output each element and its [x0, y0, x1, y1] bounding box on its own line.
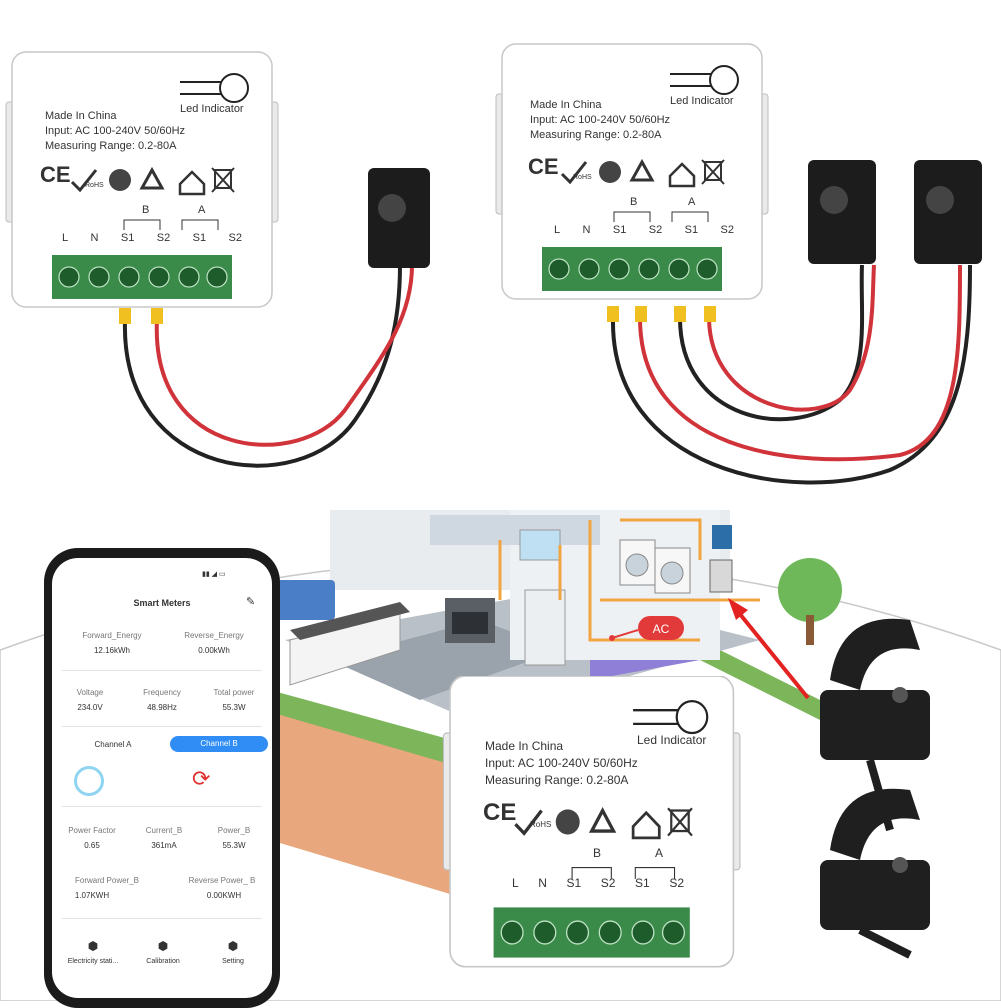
tab-channel-b[interactable]: Channel B	[170, 736, 268, 752]
ac-label: AC	[653, 622, 670, 636]
module-dual-ct	[494, 42, 982, 485]
ce-mark-2: CE	[528, 154, 559, 179]
forward-power-label: Forward Power_B	[74, 876, 140, 885]
range-text-3: Measuring Range: 0.2-80A	[485, 773, 629, 787]
terminal-n: N	[90, 232, 99, 244]
terminal-labels: L N S1 S2 S1 S2	[62, 232, 242, 244]
range-text: Measuring Range: 0.2-80A	[45, 140, 177, 152]
made-in-text: Made In China	[45, 110, 117, 122]
forward-power-value: 1.07KWH	[74, 891, 110, 900]
status-bar-icons: ▮▮ ◢ ▭	[202, 571, 226, 578]
refresh-icon[interactable]: ⟳	[192, 766, 211, 791]
tab-channel-a[interactable]: Channel A	[94, 740, 132, 749]
rohs-mark-3: RoHS	[530, 820, 552, 829]
frequency-label: Frequency	[143, 688, 181, 697]
terminal-s2-a: S2	[228, 232, 242, 244]
power-factor-label: Power Factor	[68, 826, 116, 835]
terminal-l: L	[62, 232, 69, 244]
edit-icon[interactable]: ✎	[246, 596, 256, 608]
app-screen: ▮▮ ◢ ▭ Smart Meters ✎ Forward_Energy 12.…	[52, 558, 272, 998]
reverse-energy-label: Reverse_Energy	[184, 631, 244, 640]
reverse-power-value: 0.00KWH	[206, 891, 242, 900]
nav-electricity[interactable]: Electricity stati...	[67, 958, 119, 965]
input-text-2: Input: AC 100-240V 50/60Hz	[530, 114, 671, 126]
terminal-s1-a: S1	[192, 232, 207, 244]
ct-clamp-a	[914, 160, 982, 264]
input-text: Input: AC 100-240V 50/60Hz	[45, 125, 186, 137]
rohs-mark-2: RoHS	[573, 174, 592, 181]
frequency-value: 48.98Hz	[147, 703, 177, 712]
power-factor-value: 0.65	[84, 841, 100, 850]
page-title: Smart Meters	[133, 598, 191, 608]
open-ct-clamps	[820, 618, 930, 959]
ce-mark: CE	[40, 162, 71, 187]
power-b-value: 55.3W	[222, 841, 246, 850]
settings-icon[interactable]: ⬢	[227, 939, 239, 953]
current-b-label: Current_B	[145, 826, 183, 835]
input-text-3: Input: AC 100-240V 50/60Hz	[485, 756, 638, 770]
made-in-text-2: Made In China	[530, 99, 602, 111]
nav-setting[interactable]: Setting	[222, 958, 244, 965]
group-b-label: B	[142, 204, 150, 216]
voltage-value: 234.0V	[77, 703, 103, 712]
led-indicator-label: Led Indicator	[180, 103, 244, 115]
nav-calibration[interactable]: Calibration	[146, 958, 180, 965]
module-specs-3: Made In China Input: AC 100-240V 50/60Hz…	[485, 738, 705, 789]
forward-energy-value: 12.16kWh	[93, 646, 131, 655]
group-b-label-3: B	[593, 846, 602, 860]
loading-ring-icon	[74, 766, 104, 796]
group-a-label: A	[198, 204, 206, 216]
ct-clamp-b	[808, 160, 876, 264]
total-power-label: Total power	[213, 688, 255, 697]
smartphone: ▮▮ ◢ ▭ Smart Meters ✎ Forward_Energy 12.…	[44, 548, 280, 1008]
range-text-2: Measuring Range: 0.2-80A	[530, 129, 662, 141]
current-b-value: 361mA	[151, 841, 177, 850]
module-single-ct	[4, 50, 430, 468]
group-b-label-2: B	[630, 196, 638, 208]
hexagon-icon[interactable]: ⬢	[157, 939, 169, 953]
module-specs-2: Made In China Input: AC 100-240V 50/60Hz…	[530, 98, 730, 143]
total-power-value: 55.3W	[222, 703, 246, 712]
reverse-energy-value: 0.00kWh	[198, 646, 230, 655]
ce-mark-3: CE	[483, 799, 517, 826]
reverse-power-label: Reverse Power_ B	[188, 876, 256, 885]
group-a-label-3: A	[655, 846, 664, 860]
terminal-s2-b: S2	[156, 232, 171, 244]
power-b-label: Power_B	[217, 826, 251, 835]
forward-energy-label: Forward_Energy	[82, 631, 142, 640]
hexagon-icon[interactable]: ⬢	[87, 939, 99, 953]
rohs-mark: RoHS	[85, 182, 104, 189]
module-specs: Made In China Input: AC 100-240V 50/60Hz…	[45, 109, 245, 154]
group-a-label-2: A	[688, 196, 696, 208]
terminal-labels-2: L N S1 S2 S1 S2	[554, 224, 734, 236]
terminal-s1-b: S1	[120, 232, 135, 244]
made-in-text-3: Made In China	[485, 739, 564, 753]
terminal-labels-3: L N S1 S2 S1 S2	[512, 876, 684, 890]
led-indicator-label-2: Led Indicator	[670, 95, 734, 107]
led-indicator-label-3: Led Indicator	[637, 733, 707, 747]
voltage-label: Voltage	[76, 688, 104, 697]
